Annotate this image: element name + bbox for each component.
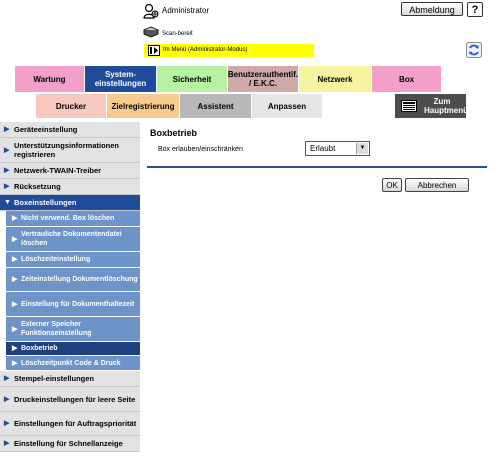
chevron-right-icon: ▶: [4, 146, 10, 154]
tab-sicherheit[interactable]: Sicherheit: [157, 65, 227, 92]
select-value: Erlaubt: [310, 144, 336, 153]
sidebar-item-boxeinstellungen[interactable]: ▼Boxeinstellungen: [0, 195, 140, 211]
chevron-right-icon: ▶: [4, 126, 10, 133]
sidebar-item-unterstuetzung[interactable]: ▶Unterstützungsinformationen registriere…: [0, 138, 140, 163]
sidebar-item-druckeinstellungen[interactable]: ▶Druckeinstellungen für leere Seite: [0, 387, 140, 412]
user-label: Administrator: [162, 6, 210, 15]
cancel-button[interactable]: Abbrechen: [405, 178, 469, 192]
chevron-right-icon: ▶: [4, 440, 10, 447]
tab-netzwerk[interactable]: Netzwerk: [299, 65, 371, 92]
tab-drucker[interactable]: Drucker: [36, 93, 106, 118]
chevron-right-icon: ▶: [12, 235, 18, 243]
scanner-icon: [143, 26, 159, 38]
help-button[interactable]: ?: [467, 2, 483, 17]
sidebar-item-auftragsprioritaet[interactable]: ▶Einstellungen für Auftragspriorität: [0, 412, 140, 436]
tab-assistent[interactable]: Assistent: [180, 93, 251, 118]
sidebar: ▶Geräteeinstellung ▶Unterstützungsinform…: [0, 122, 140, 457]
main-menu-icon: [401, 100, 417, 112]
admin-mode-icon: [148, 45, 160, 56]
mode-banner: [144, 44, 314, 57]
refresh-icon[interactable]: [466, 42, 482, 58]
sidebar-item-stempel[interactable]: ▶Stempel-einstellungen: [0, 371, 140, 387]
chevron-down-icon: ▼: [4, 199, 11, 206]
sidebar-item-ruecksetzung[interactable]: ▶Rücksetzung: [0, 179, 140, 195]
box-permission-label: Box erlauben/einschränken: [158, 146, 243, 153]
chevron-right-icon: ▶: [12, 256, 18, 263]
mode-text: Im Menü (Administrator-Modus): [163, 47, 248, 53]
sidebar-item-netzwerk-twain[interactable]: ▶Netzwerk-TWAIN-Treiber: [0, 163, 140, 179]
divider: [147, 166, 487, 168]
box-permission-select[interactable]: Erlaubt ▼: [305, 141, 370, 156]
chevron-right-icon: ▶: [12, 215, 18, 222]
chevron-right-icon: ▶: [4, 183, 10, 190]
ok-button[interactable]: OK: [382, 178, 402, 192]
tab-box[interactable]: Box: [372, 65, 441, 92]
page-title: Boxbetrieb: [150, 128, 198, 138]
chevron-right-icon: ▶: [12, 300, 18, 308]
sidebar-subitem-haltezeit[interactable]: ▶Einstellung für Dokumenthaltezeit: [6, 292, 140, 317]
sidebar-subitem-boxbetrieb[interactable]: ▶Boxbetrieb: [6, 342, 140, 356]
chevron-right-icon: ▶: [12, 359, 18, 367]
sidebar-subitem-zeiteinstellung[interactable]: ▶Zeiteinstellung Dokumentlöschung: [6, 268, 140, 292]
chevron-right-icon: ▶: [12, 345, 18, 352]
main-menu-button[interactable]: Zum Hauptmenü: [395, 93, 468, 118]
tab-wartung[interactable]: Wartung: [15, 65, 84, 92]
tab-zielregistrierung[interactable]: Zielregistrierung: [107, 93, 179, 118]
chevron-right-icon: ▶: [12, 276, 18, 283]
sidebar-item-schnellanzeige[interactable]: ▶Einstellung für Schnellanzeige: [0, 436, 140, 452]
sidebar-subitem-externer-speicher[interactable]: ▶Externer Speicher Funktionseinstellung: [6, 317, 140, 342]
chevron-right-icon: ▶: [4, 420, 10, 427]
sidebar-subitem-vertrauliche[interactable]: ▶Vertrauliche Dokumentendatei löschen: [6, 227, 140, 252]
sidebar-item-geraeteeinstellung[interactable]: ▶Geräteeinstellung: [0, 122, 140, 138]
sidebar-subitem-box-loeschen[interactable]: ▶Nicht verwend. Box löschen: [6, 211, 140, 227]
logout-button[interactable]: Abmeldung: [401, 2, 463, 16]
chevron-right-icon: ▶: [12, 325, 18, 333]
tab-anpassen[interactable]: Anpassen: [252, 93, 322, 118]
status-text: Scan-bereit: [162, 31, 193, 37]
tab-benutzerauthentif[interactable]: Benutzerauthentif. / E.K.C.: [228, 65, 298, 92]
sidebar-subitem-loeschzeit[interactable]: ▶Löschzeiteinstellung: [6, 252, 140, 268]
admin-user-icon: [143, 3, 159, 19]
sidebar-subitem-loeschzeitpunkt[interactable]: ▶Löschzeitpunkt Code & Druck: [6, 356, 140, 371]
chevron-right-icon: ▶: [4, 375, 10, 382]
chevron-right-icon: ▶: [4, 395, 10, 403]
chevron-right-icon: ▶: [4, 167, 10, 174]
tab-systemeinstellungen[interactable]: System- einstellungen: [85, 65, 156, 92]
chevron-down-icon: ▼: [356, 143, 368, 154]
